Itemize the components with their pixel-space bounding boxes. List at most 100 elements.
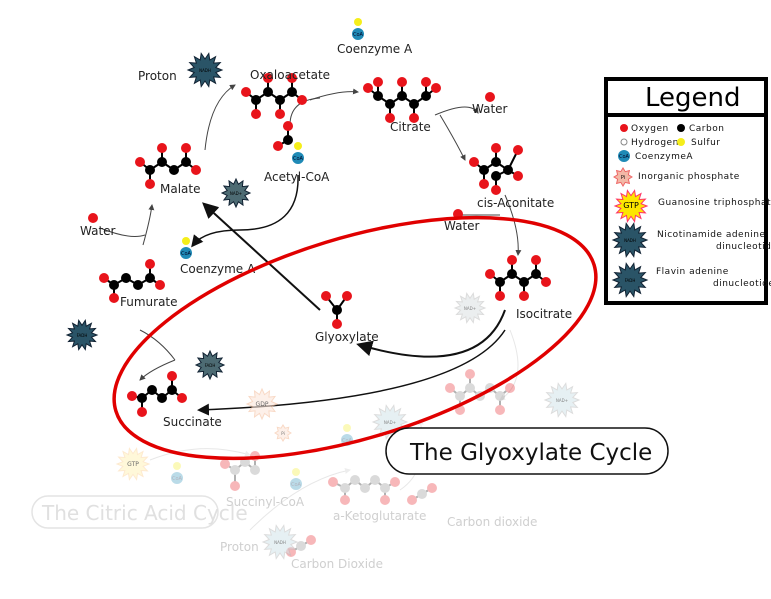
- oxygen-atom: [363, 83, 373, 93]
- fadh-icon: FADH: [65, 319, 99, 351]
- carbon-atom: [340, 483, 350, 493]
- carbon-atom: [121, 273, 131, 283]
- carbon-atom: [109, 280, 119, 290]
- label-water-mid: Water: [444, 219, 480, 233]
- oxygen-atom: [491, 143, 501, 153]
- legend-nadh-icon: NADH: [611, 222, 649, 258]
- carbon-atom: [465, 383, 475, 393]
- oxygen-atom: [342, 291, 352, 301]
- label-cis-aconitate: cis-Aconitate: [477, 196, 554, 210]
- oxygen-atom: [145, 179, 155, 189]
- carbon-atom: [503, 165, 513, 175]
- coa-icon: [171, 472, 183, 484]
- oxygen-atom: [507, 255, 517, 265]
- legend-phosphate: Inorganic phosphate: [638, 172, 740, 182]
- citrate-molecule: [363, 77, 441, 123]
- oxygen-atom: [230, 481, 240, 491]
- carbon-atom: [230, 465, 240, 475]
- carbon-atom: [263, 87, 273, 97]
- coa-label: CoA: [342, 438, 353, 444]
- faded-pi-icon-label: Pi: [281, 431, 284, 436]
- fadh-icon-label: FADH: [77, 333, 88, 338]
- label-a-ketoglutarate: a-Ketoglutarate: [333, 509, 426, 523]
- carbon-atom: [167, 385, 177, 395]
- label-carbon-dioxide: Carbon dioxide: [447, 515, 537, 529]
- citric-acid-cycle-box: [31, 495, 219, 529]
- faded-gtp-icon: GTP: [115, 447, 151, 481]
- label-coenzyme-a-top: Coenzyme A: [337, 42, 413, 56]
- legend-pi-icon: Pi: [613, 167, 633, 187]
- glyoxylate-highlight-ellipse: [112, 215, 598, 461]
- legend-nad-line2: dinucleotide: [716, 242, 771, 252]
- sulfur-atom: [343, 424, 351, 432]
- label-acetyl-coa: Acetyl-CoA: [264, 170, 330, 184]
- oxygen-atom: [431, 83, 441, 93]
- carbon-atom: [495, 391, 505, 401]
- malate-molecule: [135, 143, 201, 189]
- legend-hydrogen: Hydrogen: [631, 138, 679, 148]
- oxygen-atom: [445, 383, 455, 393]
- nadh-icon: NADH: [186, 52, 224, 88]
- legend-nadh-icon-label: NADH: [624, 238, 636, 243]
- acetyl-coa-icon: CoA: [292, 142, 304, 164]
- faded-gdp-icon-label: GDP: [256, 401, 269, 408]
- carbon-atom: [385, 99, 395, 109]
- carbon-atom: [380, 483, 390, 493]
- oxygen-atom: [263, 73, 273, 83]
- oxygen-atom: [385, 113, 395, 123]
- diagram-title: The Glyoxylate Cycle: [409, 440, 652, 466]
- coa-icon: [292, 152, 304, 164]
- carbon-atom: [455, 391, 465, 401]
- nad-icon-label: NAD+: [230, 191, 242, 196]
- oxygen-atom: [513, 145, 523, 155]
- isocitrate-molecule: [485, 255, 551, 301]
- carbon-atom: [507, 269, 517, 279]
- faded-gdp-icon: GDP: [245, 387, 279, 421]
- oxygen-atom: [273, 141, 283, 151]
- legend-coenzyme-a: CoenzymeA: [635, 152, 693, 162]
- coa-icon: [352, 28, 364, 40]
- coa-icon: [290, 478, 302, 490]
- sulfur-atom: [182, 237, 190, 245]
- carbon-atom: [531, 269, 541, 279]
- coenzyme-a-top-icon: CoA: [352, 18, 364, 40]
- carbon-atom: [373, 91, 383, 101]
- glyoxylate-molecule: [321, 291, 352, 329]
- reaction-arrows: [99, 84, 522, 416]
- oxygen-atom: [407, 495, 417, 505]
- oxygen-atom: [427, 483, 437, 493]
- carbon-atom: [409, 99, 419, 109]
- oxygen-atom: [513, 171, 523, 181]
- label-isocitrate: Isocitrate: [516, 307, 572, 321]
- carbon-swatch-icon: [677, 124, 685, 132]
- carbon-atom: [421, 91, 431, 101]
- faded-nadh-icon: NADH: [261, 524, 299, 560]
- carbon-atom: [479, 165, 489, 175]
- faded-nadh-icon: NAD+: [543, 382, 581, 418]
- hydrogen-swatch-icon: [620, 138, 628, 146]
- oxygen-atom: [495, 405, 505, 415]
- faded-coa-icon: CoA: [171, 462, 183, 484]
- oxygen-atom: [397, 77, 407, 87]
- faded-co2-right-molecule: [407, 483, 437, 505]
- faded-nad-icon-label: NAD+: [464, 306, 476, 311]
- oxygen-atom: [390, 477, 400, 487]
- nad-icon: NAD+: [220, 177, 252, 209]
- label-citrate: Citrate: [390, 120, 431, 134]
- oxaloacetate-molecule: [241, 73, 307, 119]
- oxygen-atom: [127, 391, 137, 401]
- carbon-atom: [283, 135, 293, 145]
- cis-aconitate-molecule: [469, 143, 523, 195]
- oxygen-atom: [491, 185, 501, 195]
- carbon-atom: [251, 95, 261, 105]
- carbon-atom: [287, 87, 297, 97]
- citric-acid-cycle-title: The Citric Acid Cycle: [41, 501, 248, 525]
- legend-fadh-icon: FADH: [611, 262, 649, 298]
- oxygen-atom: [167, 371, 177, 381]
- acetyl-coa-molecule: [273, 121, 293, 151]
- coa-label: CoA: [181, 251, 192, 257]
- carbon-atom: [491, 171, 501, 181]
- faded-nad-icon: NAD+: [453, 292, 487, 324]
- label-water-left: Water: [80, 224, 116, 238]
